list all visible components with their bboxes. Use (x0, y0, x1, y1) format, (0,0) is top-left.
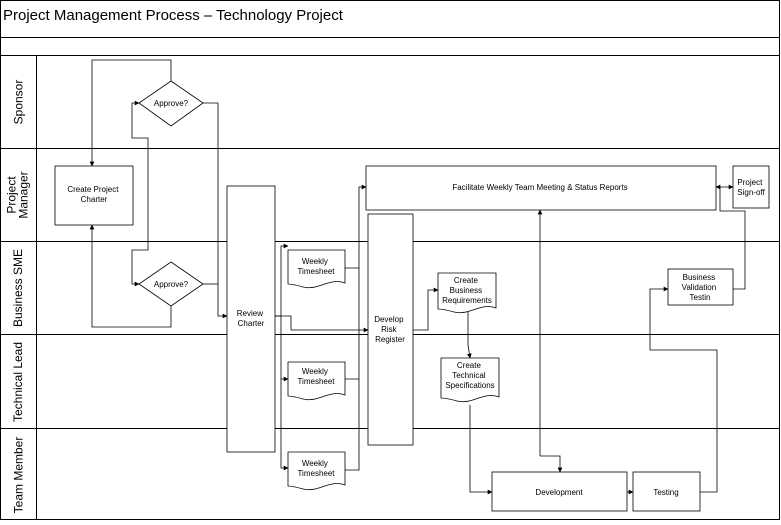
development-box: Development (491, 471, 628, 512)
connector (469, 405, 493, 495)
weekly-timesheet-sme: Weekly Timesheet (287, 249, 346, 289)
connector (280, 379, 289, 471)
lane-label-business-sme: Business SME (1, 242, 35, 334)
diagram-title: Project Management Process – Technology … (3, 7, 343, 24)
node-text: Develop Risk Register (374, 315, 406, 344)
node-text: Project Sign-off (737, 178, 765, 197)
lane-label-text: Project Manager (5, 171, 32, 219)
node-text: Create Project Charter (67, 185, 120, 204)
testing-box: Testing (632, 471, 701, 512)
lane-label-text: Business SME (11, 248, 25, 328)
connector (649, 286, 718, 493)
connector (466, 310, 472, 359)
connector (203, 102, 228, 319)
connector (275, 315, 369, 333)
weekly-timesheet-team: Weekly Timesheet (287, 451, 346, 491)
connector (131, 195, 149, 287)
node-text: Business Validation Testin (682, 273, 719, 302)
business-requirements-doc: Create Business Requirements (437, 272, 497, 314)
node-text: Facilitate Weekly Team Meeting & Status … (452, 183, 627, 192)
review-charter-box: Review Charter (226, 185, 276, 453)
create-project-charter-box: Create Project Charter (54, 165, 134, 226)
node-text: Weekly Timesheet (297, 367, 335, 386)
node-text: Development (535, 488, 583, 497)
lane-label-team-member: Team Member (1, 429, 35, 520)
facilitate-meeting-box: Facilitate Weekly Team Meeting & Status … (365, 165, 717, 211)
connectors (89, 59, 746, 495)
node-text: Create Technical Specifications (445, 361, 494, 390)
connector (280, 316, 289, 382)
lane-label-text: Technical Lead (11, 341, 25, 422)
develop-risk-register-box: Develop Risk Register (367, 213, 414, 446)
connector (345, 184, 367, 269)
lane-label-text: Team Member (11, 436, 25, 513)
node-text: Weekly Timesheet (297, 459, 335, 478)
node-text: Review Charter (237, 309, 265, 328)
approve-decision-sponsor: Approve? (138, 80, 204, 127)
weekly-timesheet-tech: Weekly Timesheet (287, 361, 346, 401)
technical-specifications-doc: Create Technical Specifications (440, 357, 500, 403)
approve-decision-sme: Approve? (138, 261, 204, 307)
project-signoff-box: Project Sign-off (732, 165, 770, 209)
lane-label-sponsor: Sponsor (1, 56, 35, 148)
connector (540, 455, 563, 473)
node-text: Approve? (154, 99, 189, 108)
connector (345, 379, 360, 471)
connector (89, 224, 172, 328)
business-validation-box: Business Validation Testin (667, 268, 734, 306)
lane-label-project-manager: Project Manager (1, 149, 35, 241)
node-text: Create Business Requirements (442, 276, 492, 305)
connector (275, 243, 289, 317)
connector (345, 268, 360, 380)
connector (413, 287, 439, 331)
connector (89, 59, 172, 167)
connector (131, 100, 149, 195)
node-text: Approve? (154, 280, 189, 289)
node-text: Weekly Timesheet (297, 257, 335, 276)
lane-label-technical-lead: Technical Lead (1, 335, 35, 428)
node-text: Testing (653, 488, 678, 497)
lane-label-text: Sponsor (11, 79, 26, 125)
